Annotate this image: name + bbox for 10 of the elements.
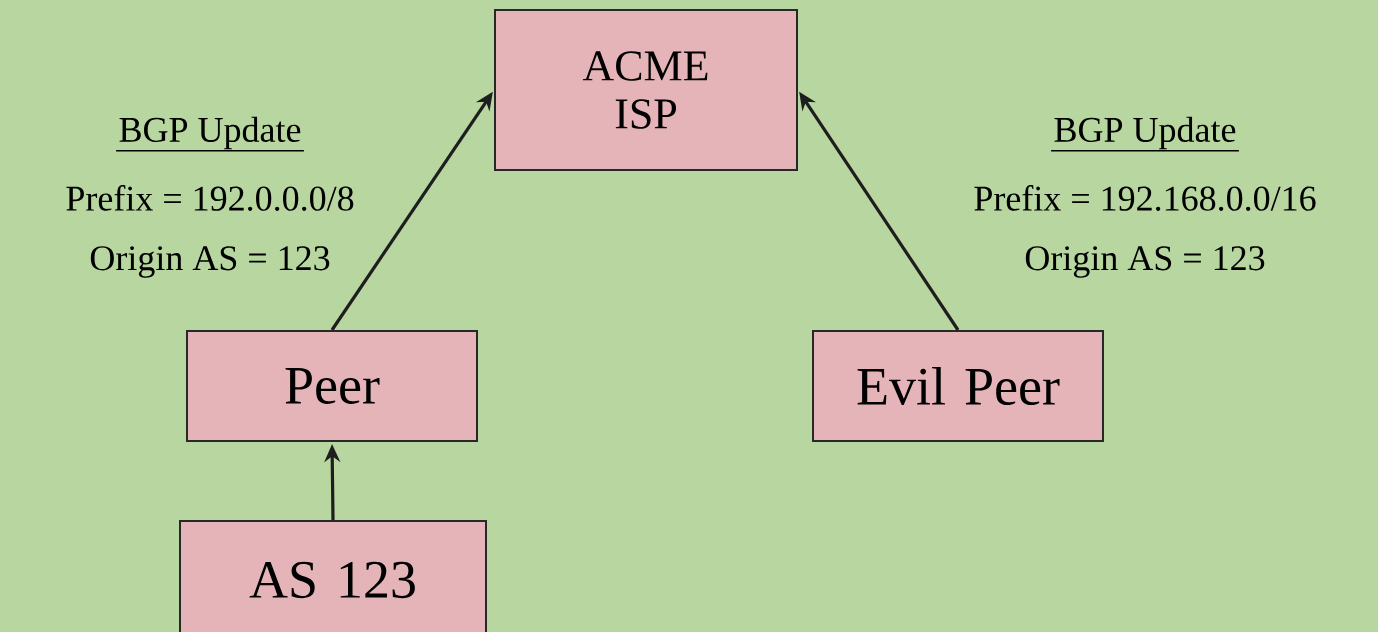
route-label: Prefix = 192.168.0.0/16	[974, 185, 1316, 211]
heading-label: BGP Update	[1050, 116, 1240, 152]
process-box: Peer	[186, 330, 478, 442]
process-box: AS 123	[179, 520, 487, 632]
heading-label: BGP Update	[115, 116, 305, 152]
process-box: Evil Peer	[812, 330, 1104, 442]
route-label: Origin AS = 123	[90, 246, 330, 278]
process-box: ACME ISP	[494, 9, 798, 171]
route-label: Origin AS = 123	[1025, 246, 1265, 278]
route-label: Prefix = 192.0.0.0/8	[66, 185, 354, 211]
